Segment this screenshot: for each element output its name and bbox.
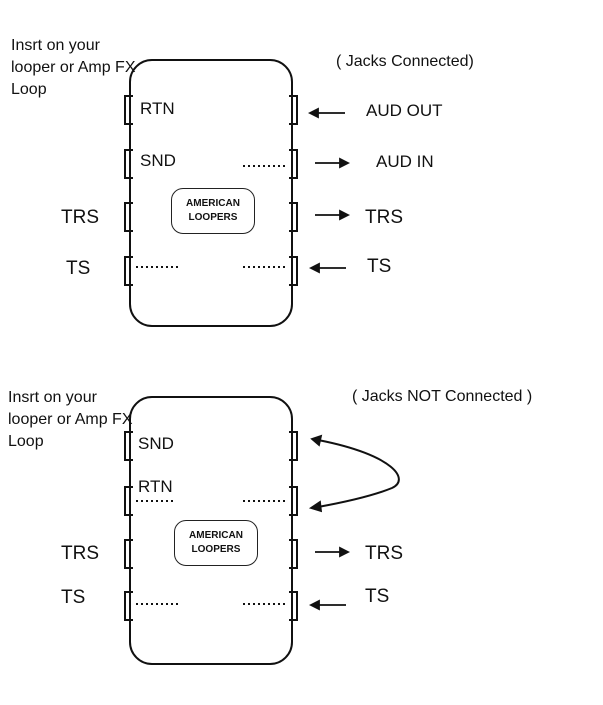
bottom-loop-arrowhead-bottom — [308, 500, 323, 513]
bottom-jack-right-1 — [289, 431, 298, 461]
top-right-label-aud-in: AUD IN — [376, 152, 434, 171]
bottom-jack-right-3 — [289, 539, 298, 569]
top-jack-right-3 — [289, 202, 298, 232]
bottom-left-label-trs: TRS — [61, 543, 99, 564]
bottom-right-label-trs: TRS — [365, 543, 403, 564]
bottom-jack-left-1 — [124, 431, 133, 461]
top-jack-right-2 — [289, 149, 298, 179]
top-brand-logo: AMERICAN LOOPERS — [171, 188, 255, 234]
top-jack-left-2 — [124, 149, 133, 179]
top-logo-line-2: LOOPERS — [188, 212, 238, 223]
bottom-jack-label-rtn: RTN — [138, 477, 173, 496]
bottom-brand-logo: AMERICAN LOOPERS — [174, 520, 258, 566]
bottom-jack-left-2 — [124, 486, 133, 516]
top-right-label-ts: TS — [367, 256, 392, 277]
bottom-loop-curve — [317, 439, 400, 508]
top-left-label-trs: TRS — [61, 207, 99, 228]
bottom-jack-left-4 — [124, 591, 133, 621]
top-logo-line-1: AMERICAN — [186, 198, 240, 209]
top-jack-right-1 — [289, 95, 298, 125]
top-jack-right-4 — [289, 256, 298, 286]
bottom-left-label-ts: TS — [61, 587, 86, 608]
top-left-label-ts: TS — [66, 258, 91, 279]
bottom-jack-right-4 — [289, 591, 298, 621]
bottom-logo-line-2: LOOPERS — [191, 544, 241, 555]
top-jack-left-1 — [124, 95, 133, 125]
top-jack-left-4 — [124, 256, 133, 286]
top-jack-left-3 — [124, 202, 133, 232]
bottom-jack-right-2 — [289, 486, 298, 516]
top-device-box — [129, 59, 293, 327]
bottom-right-label-ts: TS — [365, 586, 390, 607]
bottom-loop-arrowhead-top — [310, 434, 323, 447]
bottom-logo-line-1: AMERICAN — [189, 530, 243, 541]
top-side-note: Insrt on your looper or Amp FX Loop — [11, 37, 136, 98]
top-right-label-aud-out: AUD OUT — [366, 101, 443, 120]
top-caption: ( Jacks Connected) — [336, 53, 474, 70]
top-jack-label-snd: SND — [140, 151, 176, 170]
top-jack-label-rtn: RTN — [140, 99, 175, 118]
bottom-caption: ( Jacks NOT Connected ) — [352, 388, 533, 405]
bottom-jack-left-3 — [124, 539, 133, 569]
bottom-side-note: Insrt on your looper or Amp FX Loop — [8, 389, 133, 450]
bottom-jack-label-snd: SND — [138, 434, 174, 453]
top-right-label-trs: TRS — [365, 207, 403, 228]
bottom-device-box — [129, 396, 293, 665]
